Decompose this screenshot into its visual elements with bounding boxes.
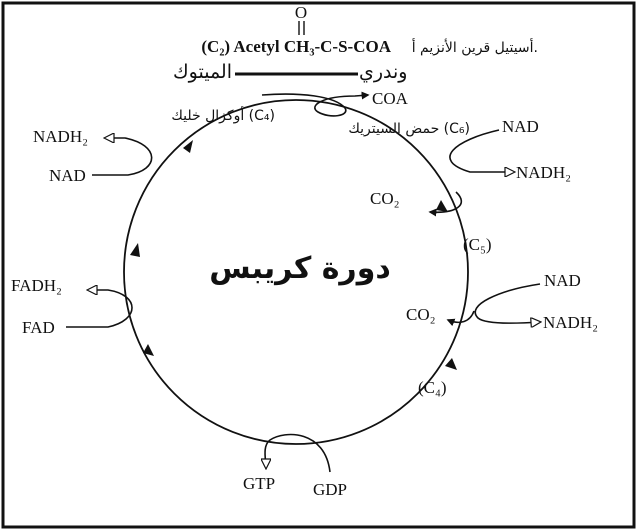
ring-arrow-lower-right — [445, 358, 457, 370]
nadh2-label-right-2: NADH₂ — [543, 313, 598, 332]
c5-label: (C₅) — [463, 235, 492, 254]
citric-acid-label: حمض السيتريك (C₆) — [348, 121, 470, 137]
co2-label-2: CO₂ — [406, 305, 436, 324]
krebs-cycle-ring — [123, 99, 469, 445]
co2-release-arrow-2 — [446, 310, 475, 327]
nad-reduction-arrow-2 — [474, 283, 540, 323]
fad-label: FAD — [22, 318, 55, 337]
mitochondria-label-right: وندري — [359, 61, 407, 83]
nad-label-right-1: NAD — [502, 117, 539, 136]
gdp-label: GDP — [313, 480, 347, 499]
oxaloacetate-label: أوكزال خليك (C₄) — [171, 106, 275, 124]
ring-arrow-upper-left — [130, 243, 140, 257]
nadh2-label-left: NADH₂ — [33, 127, 88, 146]
gtp-formation-arrow — [265, 433, 331, 473]
nad-reduction-arrow-left — [92, 138, 153, 176]
mitochondria-label-left: الميتوك — [173, 61, 232, 83]
oxygen-atom: O — [295, 3, 307, 22]
nad-label-right-2: NAD — [544, 271, 581, 290]
nad-label-left: NAD — [49, 166, 86, 185]
acetyl-coa-formula: (C₂) Acetyl CH₃-C-S-COA — [201, 37, 391, 56]
c4-label: (C₄) — [418, 378, 447, 397]
nad-reduction-arrow-1 — [449, 129, 514, 172]
ring-arrow-left — [143, 344, 154, 356]
co2-release-arrow-1 — [428, 191, 463, 217]
ring-arrow-right — [436, 200, 448, 212]
acetyl-coa-arabic-label: أسيتيل قرين الأنزيم أ. — [412, 38, 538, 56]
acetyl-entry-arrow — [261, 91, 370, 117]
coa-label: COA — [372, 89, 409, 108]
ring-arrow-top-left — [183, 140, 193, 153]
gtp-label: GTP — [243, 474, 275, 493]
nadh2-label-right-1: NADH₂ — [516, 163, 571, 182]
co2-label-1: CO₂ — [370, 189, 400, 208]
fadh2-label: FADH₂ — [11, 276, 62, 295]
fad-reduction-arrow — [66, 290, 133, 328]
krebs-cycle-title: دورة كريبس — [209, 251, 391, 286]
